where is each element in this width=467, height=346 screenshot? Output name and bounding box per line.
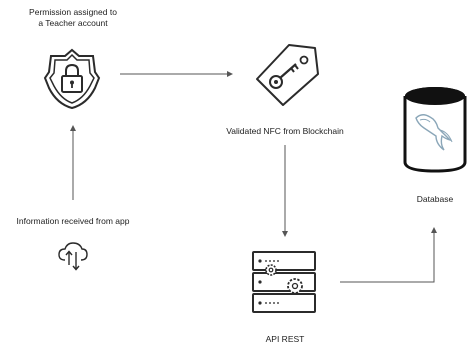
database-label: Database [416, 194, 454, 204]
nfc-label: Validated NFC from Blockchain [226, 126, 344, 136]
key-tag-icon [256, 44, 319, 106]
api-label: API REST [265, 334, 305, 344]
app-label: Information received from app [16, 216, 130, 226]
permission-label: Permission assigned to a Teacher account [8, 7, 138, 29]
permission-label-line1: Permission assigned to [29, 7, 117, 17]
arrow-api-to-database [340, 227, 437, 283]
server-gears-icon [252, 251, 316, 313]
permission-label-line2: a Teacher account [38, 18, 108, 28]
shield-lock-icon [43, 48, 101, 110]
cloud-sync-icon [58, 242, 88, 271]
database-mysql-icon [403, 87, 467, 173]
